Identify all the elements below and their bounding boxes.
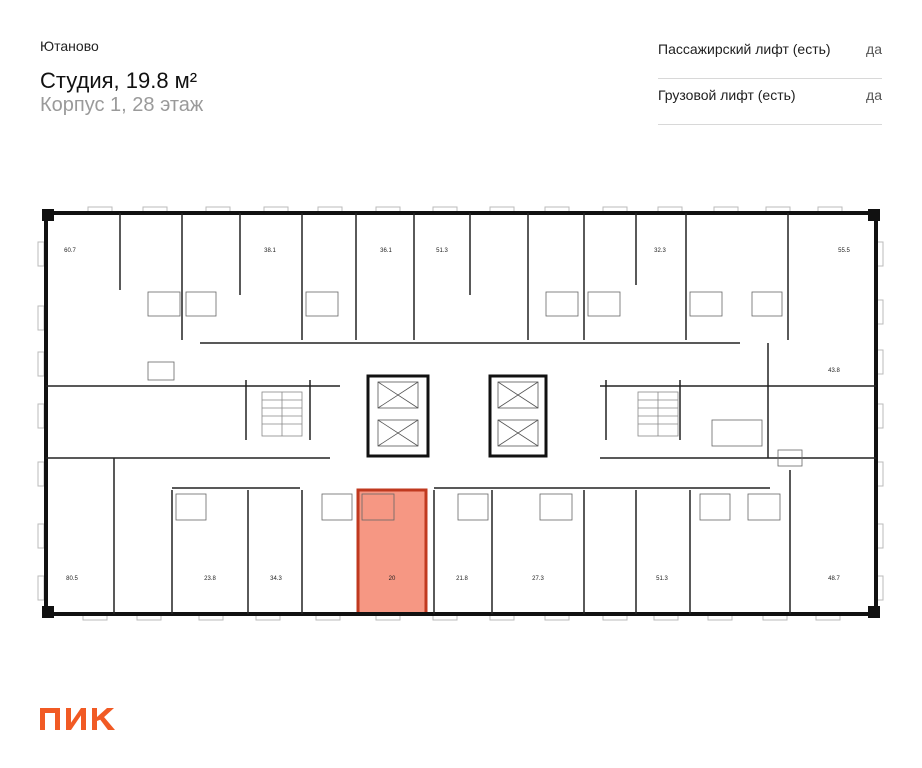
unit-area: 27.3 [532, 576, 544, 582]
unit-area: 34.3 [270, 576, 282, 582]
unit-area: 51.3 [656, 576, 668, 582]
unit-area: 51.3 [436, 248, 448, 254]
spec-value: да [866, 41, 882, 57]
unit-area: 55.5 [838, 248, 850, 254]
apartment-title: Студия, 19.8 м² [40, 68, 198, 93]
corridor [46, 343, 876, 460]
elevator-cabins [377, 381, 539, 447]
unit-area: 21.8 [456, 576, 468, 582]
spec-label: Пассажирский лифт (есть) [658, 41, 831, 57]
spec-freight-lift: Грузовой лифт (есть) да [658, 87, 882, 125]
stairs-right [637, 391, 679, 437]
corner-columns [42, 209, 880, 618]
bathrooms [147, 291, 803, 521]
spec-passenger-lift: Пассажирский лифт (есть) да [658, 41, 882, 79]
unit-area: 23.8 [204, 576, 216, 582]
project-name: Ютаново [40, 38, 99, 54]
interior-walls [46, 213, 876, 614]
spec-value: да [866, 87, 882, 103]
unit-area: 32.3 [654, 248, 666, 254]
elevator-core [366, 374, 548, 458]
unit-area: 38.1 [264, 248, 276, 254]
unit-area: 60.7 [64, 248, 76, 254]
unit-labels: 60.7 38.1 36.1 51.3 32.3 55.5 43.8 80.5 … [64, 248, 850, 582]
pik-logo [40, 708, 115, 730]
unit-area-highlighted: 20 [389, 576, 396, 582]
unit-area: 48.7 [828, 576, 840, 582]
building-floor: Корпус 1, 28 этаж [40, 94, 204, 116]
outer-wall [44, 211, 878, 616]
stairs-left [261, 391, 303, 437]
unit-area: 36.1 [380, 248, 392, 254]
unit-area: 43.8 [828, 368, 840, 374]
spec-label: Грузовой лифт (есть) [658, 87, 796, 103]
unit-area: 80.5 [66, 576, 78, 582]
highlighted-apartment [356, 488, 428, 616]
